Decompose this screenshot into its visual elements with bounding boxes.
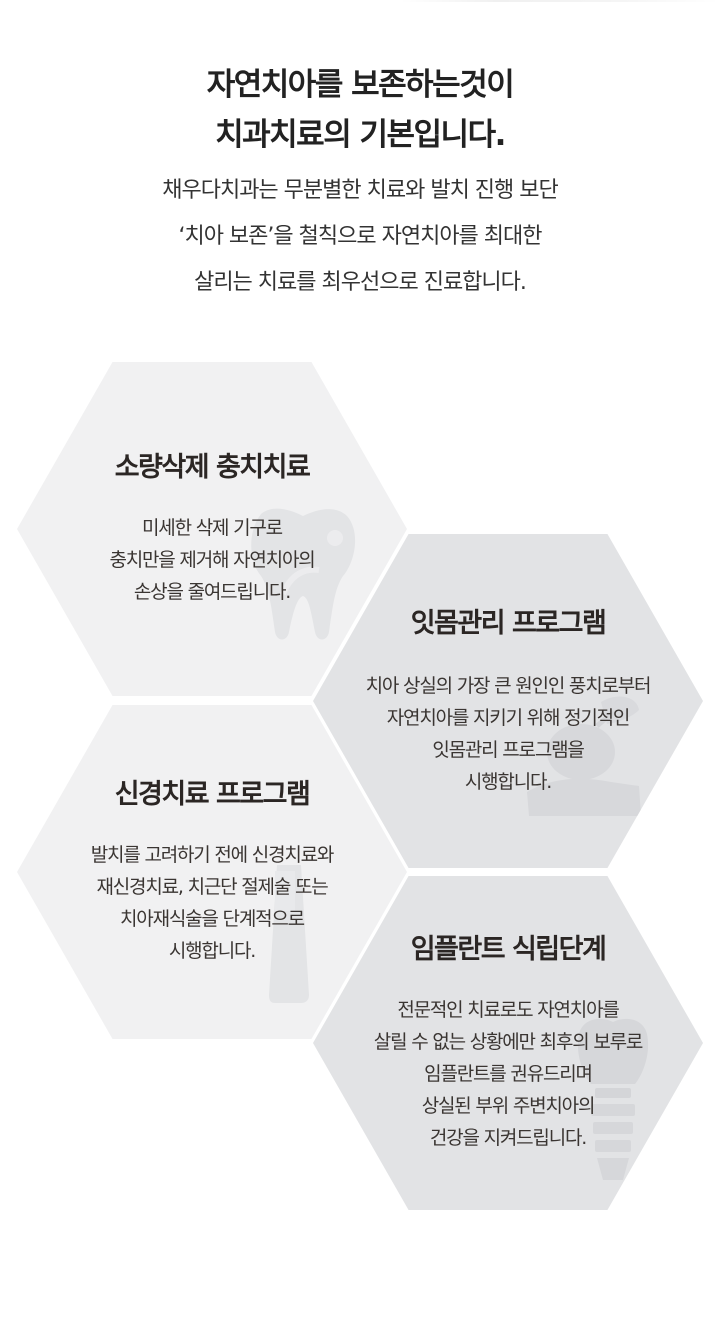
treatment-card-content: 임플란트 식립단계 전문적인 치료로도 자연치아를 살릴 수 없는 상황에만 최…	[313, 876, 703, 1210]
treatment-description: 전문적인 치료로도 자연치아를 살릴 수 없는 상황에만 최후의 보루로 임플란…	[313, 994, 703, 1154]
intro-line-2: ‘치아 보존’을 철칙으로 자연치아를 최대한	[178, 224, 542, 249]
treatment-title: 신경치료 프로그램	[114, 779, 311, 810]
treatment-card-content: 소량삭제 충치치료 미세한 삭제 기구로 충치만을 제거해 자연치아의 손상을 …	[17, 362, 407, 696]
description-line: 상실된 부위 주변치아의	[421, 1095, 596, 1117]
intro-line-1: 채우다치과는 무분별한 치료와 발치 진행 보단	[162, 178, 559, 203]
treatment-card-cavity: 소량삭제 충치치료 미세한 삭제 기구로 충치만을 제거해 자연치아의 손상을 …	[17, 362, 407, 696]
treatment-description: 치아 상실의 가장 큰 원인인 풍치로부터 자연치아를 지키기 위해 정기적인 …	[313, 670, 703, 798]
page-headline: 자연치아를 보존하는것이 치과치료의 기본입니다.	[0, 60, 720, 160]
description-line: 발치를 고려하기 전에 신경치료와	[90, 844, 335, 866]
description-line: 건강을 지켜드립니다.	[429, 1127, 587, 1149]
description-line: 충치만을 제거해 자연치아의	[109, 549, 315, 571]
treatment-card-content: 신경치료 프로그램 발치를 고려하기 전에 신경치료와 재신경치료, 치근단 절…	[17, 705, 407, 1039]
description-line: 시행합니다.	[168, 940, 256, 962]
description-line: 임플란트를 권유드리며	[424, 1063, 593, 1085]
treatment-card-gum-care: 잇몸관리 프로그램 치아 상실의 가장 큰 원인인 풍치로부터 자연치아를 지키…	[313, 534, 703, 868]
treatment-title: 잇몸관리 프로그램	[410, 608, 607, 639]
intro-description: 채우다치과는 무분별한 치료와 발치 진행 보단 ‘치아 보존’을 철칙으로 자…	[0, 168, 720, 306]
treatment-title: 소량삭제 충치치료	[114, 452, 311, 483]
description-line: 손상을 줄여드립니다.	[133, 581, 291, 603]
description-line: 시행합니다.	[464, 771, 552, 793]
implant-icon	[577, 1018, 649, 1180]
intro-section: 자연치아를 보존하는것이 치과치료의 기본입니다. 채우다치과는 무분별한 치료…	[0, 60, 720, 306]
top-edge-divider	[400, 0, 720, 2]
treatment-title: 임플란트 식립단계	[410, 934, 607, 965]
treatment-card-root-canal: 신경치료 프로그램 발치를 고려하기 전에 신경치료와 재신경치료, 치근단 절…	[17, 705, 407, 1039]
root-canal-file-icon	[269, 865, 309, 1003]
description-line: 잇몸관리 프로그램을	[432, 739, 585, 761]
description-line: 자연치아를 지키기 위해 정기적인	[386, 707, 631, 729]
headline-line-2: 치과치료의 기본입니다.	[215, 117, 506, 153]
description-line: 치아 상실의 가장 큰 원인인 풍치로부터	[365, 675, 652, 697]
treatment-description: 미세한 삭제 기구로 충치만을 제거해 자연치아의 손상을 줄여드립니다.	[17, 512, 407, 608]
tooth-icon	[251, 508, 356, 640]
description-line: 전문적인 치료로도 자연치아를	[397, 999, 620, 1021]
description-line: 미세한 삭제 기구로	[142, 517, 283, 539]
treatment-card-content: 잇몸관리 프로그램 치아 상실의 가장 큰 원인인 풍치로부터 자연치아를 지키…	[313, 534, 703, 868]
headline-line-1: 자연치아를 보존하는것이	[206, 67, 515, 103]
intro-line-3: 살리는 치료를 최우선으로 진료합니다.	[194, 270, 527, 295]
description-line: 치아재식술을 단계적으로	[120, 908, 305, 930]
treatment-description: 발치를 고려하기 전에 신경치료와 재신경치료, 치근단 절제술 또는 치아재식…	[17, 839, 407, 967]
gum-care-icon	[527, 696, 641, 816]
description-line: 재신경치료, 치근단 절제술 또는	[96, 876, 329, 898]
treatment-card-implant: 임플란트 식립단계 전문적인 치료로도 자연치아를 살릴 수 없는 상황에만 최…	[313, 876, 703, 1210]
description-line: 살릴 수 없는 상황에만 최후의 보루로	[373, 1031, 644, 1053]
